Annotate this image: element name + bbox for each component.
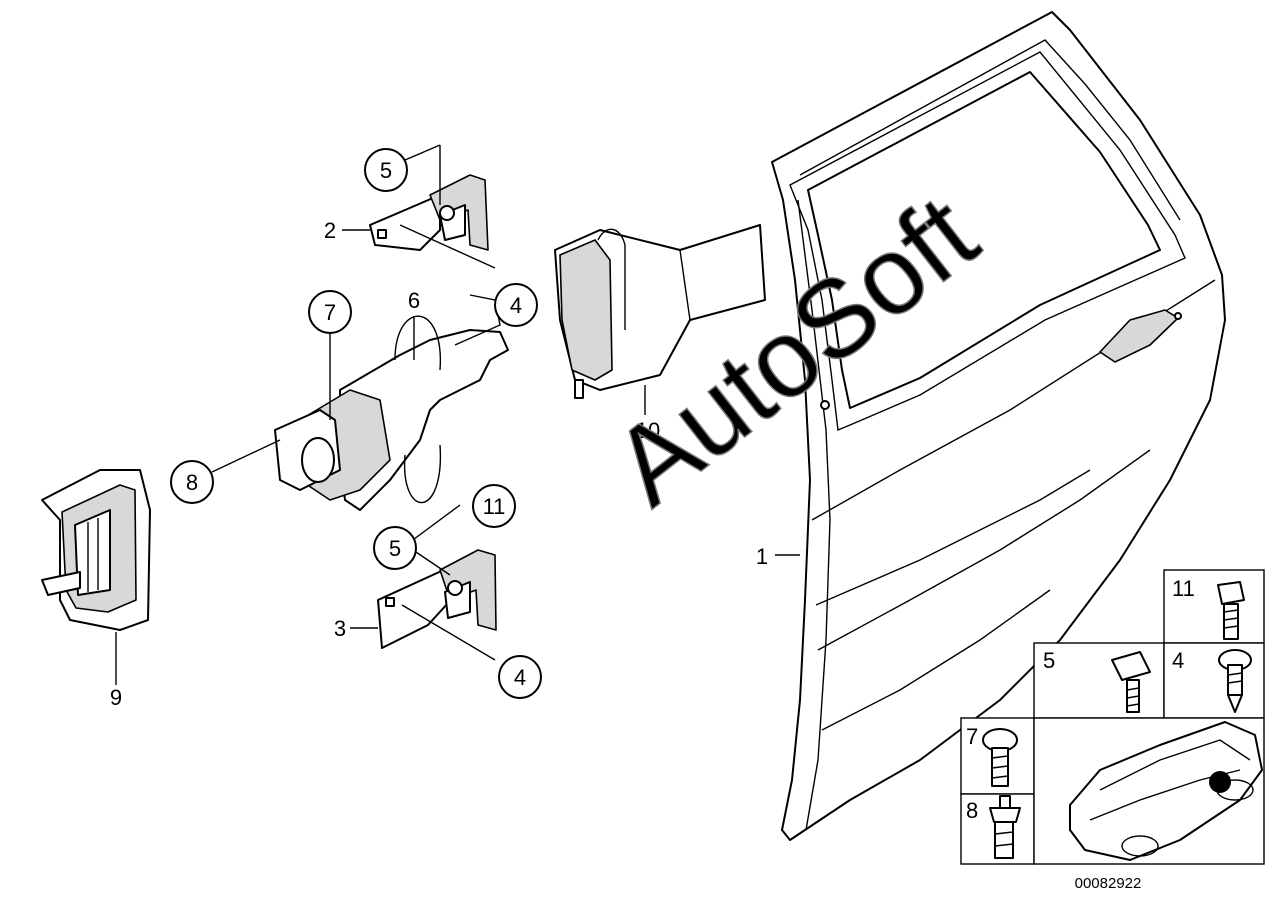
lock-housing [554,224,766,399]
fastener-4-label: 4 [1172,648,1184,673]
callout-4-upper: 4 [494,283,538,327]
fastener-grid: 11 5 4 7 8 [960,569,1265,865]
callout-5-upper: 5 [364,148,408,192]
callout-7-label: 7 [324,300,336,325]
upper-hinge [369,174,489,251]
fastener-8-label: 8 [966,798,978,823]
bolt-4-icon [1218,649,1252,713]
callout-11-label: 11 [483,494,506,519]
pin-8-icon [989,795,1021,859]
bolt-5-icon [1111,651,1151,713]
callout-2-label: 2 [324,218,336,243]
rear-door [771,11,1226,841]
bolt-11-icon [1217,581,1245,640]
callout-5-lower: 5 [373,526,417,570]
callout-4-lower: 4 [498,655,542,699]
fastener-11-label: 11 [1172,576,1195,601]
callout-8: 8 [170,460,214,504]
fastener-7-label: 7 [966,724,978,749]
callout-11: 11 [472,484,516,528]
bolt-7-icon [982,728,1018,787]
callout-6-label: 6 [408,288,420,313]
lower-hinge [377,549,497,649]
callout-1-label: 1 [756,544,768,569]
callout-9-label: 9 [110,685,122,710]
callout-3-label: 3 [334,616,346,641]
callout-10-label: 10 [636,418,660,443]
callout-4-upper-label: 4 [510,293,522,318]
callout-7: 7 [308,290,352,334]
callout-4-lower-label: 4 [514,665,526,690]
catalog-number: 00082922 [1075,875,1142,892]
callout-8-label: 8 [186,470,198,495]
fastener-5-label: 5 [1043,648,1055,673]
door-check [274,294,509,511]
rubber-buffer [41,469,151,631]
callout-5-upper-label: 5 [380,158,392,183]
car-location-icon [1069,721,1263,861]
callout-5-lower-label: 5 [389,536,401,561]
